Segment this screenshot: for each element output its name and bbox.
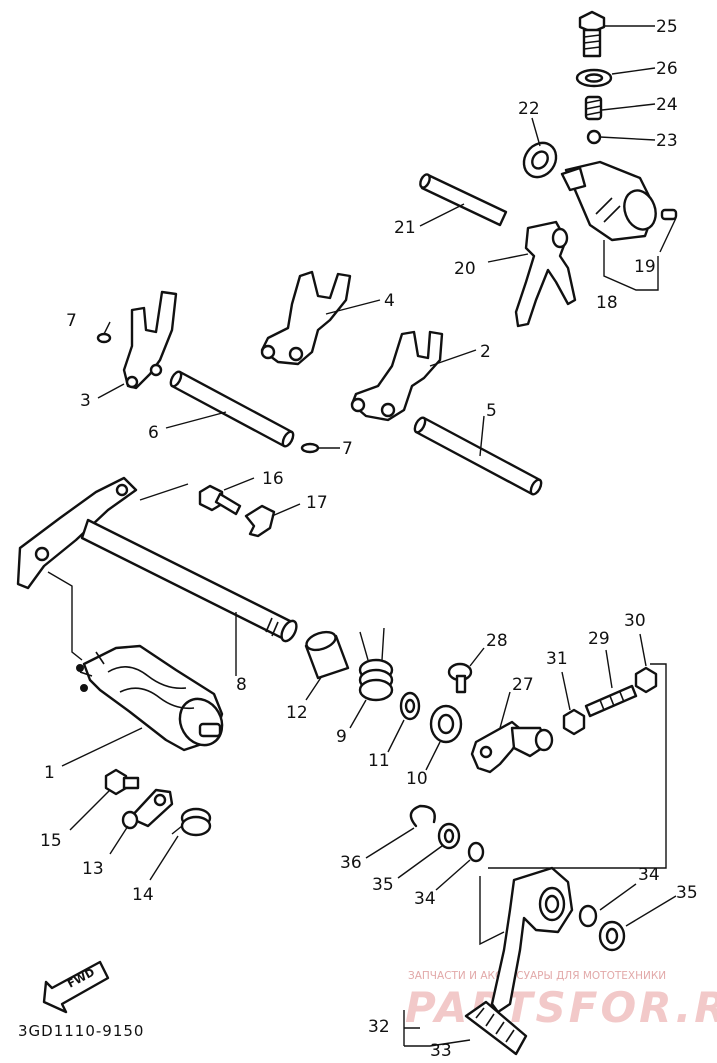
watermark-brand: PARTSFOR.RU: [405, 983, 717, 1032]
fwd-arrow: FWD: [42, 960, 110, 1014]
part-9-spring: [358, 627, 394, 702]
part-15-bolt: [104, 768, 140, 796]
part-12-collar: [304, 630, 350, 680]
part-2-shift-fork: [350, 330, 444, 422]
callout-22: 22: [518, 99, 540, 119]
callout-25: 25: [656, 17, 678, 37]
part-35-washer-upper: [437, 822, 461, 850]
part-34-o-ring-lower: [578, 904, 598, 928]
part-23-ball: [586, 129, 602, 145]
part-10-oil-seal: [429, 704, 463, 744]
part-7-circlip-lower: [300, 442, 320, 454]
callout-12: 12: [286, 703, 308, 723]
callout-20: 20: [454, 259, 476, 279]
callout-6: 6: [148, 423, 159, 443]
part-19-pin: [660, 208, 678, 221]
watermark: ЗАПЧАСТИ И АКСЕССУАРЫ ДЛЯ МОТОТЕХНИКИ PA…: [405, 970, 717, 1032]
part-30-nut: [634, 666, 658, 694]
callout-7-upper: 7: [66, 311, 77, 331]
callout-11: 11: [368, 751, 390, 771]
callout-18: 18: [596, 293, 618, 313]
bracket-pedal-group: [479, 876, 505, 946]
callout-21: 21: [394, 218, 416, 238]
part-29-bolt: [584, 684, 638, 718]
part-33-pedal-rubber: [464, 1000, 528, 1056]
leader-lines: [61, 25, 677, 1047]
callout-19: 19: [634, 257, 656, 277]
callout-30: 30: [624, 611, 646, 631]
callout-23: 23: [656, 131, 678, 151]
callout-17: 17: [306, 493, 328, 513]
callout-35-upper: 35: [372, 875, 394, 895]
callout-15: 15: [40, 831, 62, 851]
callout-16: 16: [262, 469, 284, 489]
part-8-shift-shaft: [16, 476, 298, 643]
callout-24: 24: [656, 95, 678, 115]
callout-32: 32: [368, 1017, 390, 1037]
callout-27: 27: [512, 675, 534, 695]
callout-34-upper: 34: [414, 889, 436, 909]
part-21-shaft: [419, 173, 508, 227]
callout-26: 26: [656, 59, 678, 79]
part-6-shaft: [169, 370, 295, 448]
callout-28: 28: [486, 631, 508, 651]
part-14-spring: [171, 807, 212, 837]
bracket-drum-link: [47, 571, 83, 661]
part-18-segment: [560, 160, 657, 242]
part-7-circlip-upper: [96, 332, 112, 344]
callout-3: 3: [80, 391, 91, 411]
callout-5: 5: [486, 401, 497, 421]
callout-2: 2: [480, 342, 491, 362]
part-16-bolt: [198, 484, 242, 516]
part-5-shaft: [413, 416, 543, 496]
part-28-screw: [447, 662, 473, 694]
callout-14: 14: [132, 885, 154, 905]
part-32-shift-pedal: [490, 866, 574, 1014]
part-25-bolt: [578, 10, 606, 58]
callout-33: 33: [430, 1041, 452, 1061]
part-35-washer-lower: [598, 920, 626, 952]
callout-31: 31: [546, 649, 568, 669]
part-26-washer: [575, 68, 613, 88]
callout-36: 36: [340, 853, 362, 873]
part-1-shift-drum: [76, 644, 224, 752]
callout-labels: 25 26 24 23 22 19 18 20 21 4 2 7 3 6 7 5…: [40, 17, 698, 1061]
callout-8: 8: [236, 675, 247, 695]
callout-29: 29: [588, 629, 610, 649]
part-22-bearing: [522, 141, 558, 179]
part-11-washer: [399, 691, 421, 721]
part-34-o-ring-upper: [467, 841, 485, 863]
watermark-tagline: ЗАПЧАСТИ И АКСЕССУАРЫ ДЛЯ МОТОТЕХНИКИ: [408, 970, 666, 982]
bracket-lever-group: [488, 663, 667, 869]
callout-7-lower: 7: [342, 439, 353, 459]
callout-4: 4: [384, 291, 395, 311]
part-20-shift-fork: [514, 220, 577, 328]
diagram-code: 3GD1110-9150: [18, 1022, 144, 1040]
part-27-stopper-lever: [470, 720, 554, 774]
callout-13: 13: [82, 859, 104, 879]
part-4-shift-fork: [260, 270, 352, 366]
callout-35-lower: 35: [676, 883, 698, 903]
part-17-plate: [244, 504, 276, 538]
part-36-circlip: [409, 804, 436, 828]
callout-1: 1: [44, 763, 55, 783]
part-3-shift-fork: [122, 290, 178, 390]
callout-34-lower: 34: [638, 865, 660, 885]
callout-9: 9: [336, 727, 347, 747]
part-13-lever: [121, 788, 174, 830]
part-24-spring: [584, 95, 603, 121]
part-31-nut: [562, 708, 586, 736]
callout-10: 10: [406, 769, 428, 789]
